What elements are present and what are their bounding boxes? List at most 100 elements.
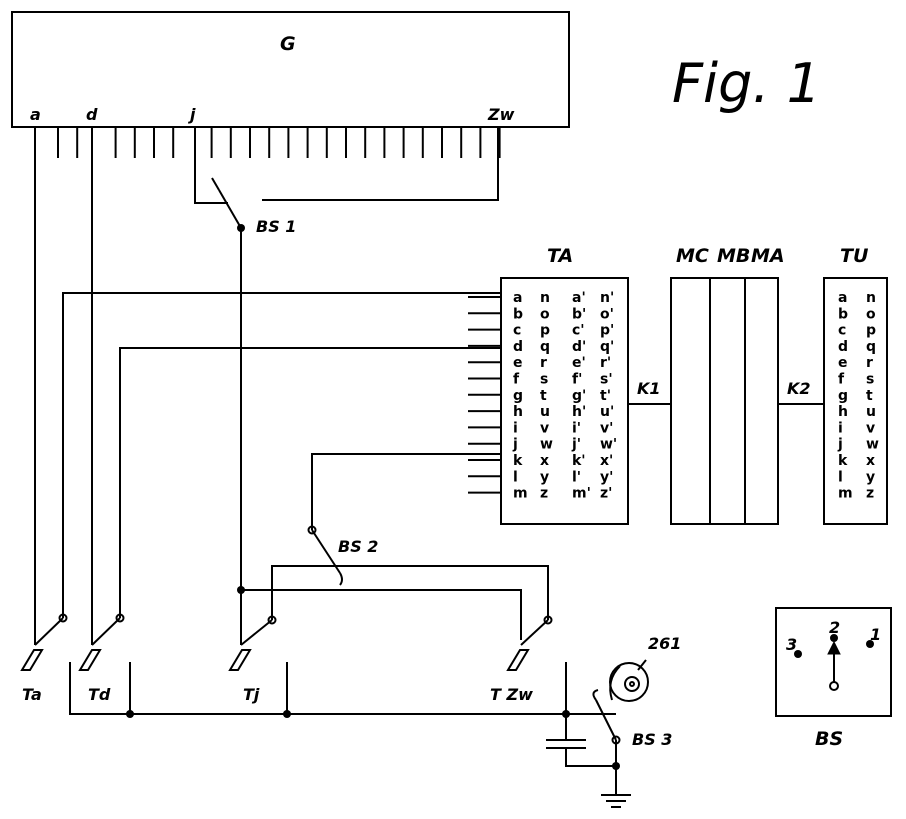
tu-cell: c xyxy=(838,323,846,339)
ta-cells: abcdefghijklmnopqrstuvwxyza'b'c'd'e'f'g'… xyxy=(512,290,617,502)
ta-cell: c xyxy=(513,323,521,339)
generator-terminals xyxy=(57,127,501,158)
ta-cell: k' xyxy=(572,453,586,469)
ta-cell: a xyxy=(513,290,522,306)
tu-cell: l xyxy=(838,469,843,485)
bs2-label: BS 2 xyxy=(338,537,378,556)
tu-cell: p xyxy=(866,323,876,339)
bs-legend-label: BS xyxy=(815,728,843,750)
ta-cell: f' xyxy=(572,372,582,388)
ta-cell: p' xyxy=(600,323,614,339)
ta-cell: i xyxy=(513,420,518,436)
ta-cell: j xyxy=(512,437,518,453)
ta-cell: g' xyxy=(572,388,586,404)
tu-cell: w xyxy=(866,437,879,453)
ta-cell: c' xyxy=(572,323,585,339)
ta-cell: r' xyxy=(600,355,611,371)
key-tj: Tj xyxy=(228,615,277,704)
tu-cell: f xyxy=(838,372,845,388)
ta-cell: d xyxy=(513,339,523,355)
ta-cell: j' xyxy=(571,437,581,453)
ta-cell: s xyxy=(540,372,548,388)
bs-pos-3: 3 xyxy=(786,635,797,654)
ta-cell: o' xyxy=(600,306,614,322)
generator-block: G a d j Zw xyxy=(11,11,570,158)
ta-cell: l xyxy=(513,469,518,485)
memory-box xyxy=(670,277,779,525)
bs3-label: BS 3 xyxy=(632,730,672,749)
ta-cell: x' xyxy=(600,453,613,469)
tu-cell: b xyxy=(838,306,848,322)
ta-input-stubs xyxy=(468,296,501,494)
ta-cell: r xyxy=(540,355,547,371)
tu-cell: o xyxy=(866,306,876,322)
ta-cell: z xyxy=(540,486,548,502)
ta-cell: d' xyxy=(572,339,586,355)
key-ta: Ta xyxy=(20,613,68,704)
tu-cell: n xyxy=(866,290,876,306)
ta-label: TA xyxy=(547,245,573,267)
ta-cell: i' xyxy=(572,420,581,436)
ta-cell: m xyxy=(513,486,528,502)
tu-cell: q xyxy=(866,339,876,355)
ta-cell: g xyxy=(513,388,523,404)
ta-cell: b' xyxy=(572,306,586,322)
tu-cell: v xyxy=(866,420,875,436)
ta-cell: e xyxy=(513,355,523,371)
ta-cell: q' xyxy=(600,339,614,355)
tu-cell: d xyxy=(838,339,848,355)
tu-cell: z xyxy=(866,486,874,502)
tu-cell: r xyxy=(866,355,873,371)
tu-cell: a xyxy=(838,290,847,306)
tu-cell: m xyxy=(838,486,853,502)
bs-legend: 3 2 1 BS xyxy=(775,607,892,750)
generator-label: G xyxy=(280,33,296,55)
ta-cell: q xyxy=(540,339,550,355)
ta-cell: s' xyxy=(600,372,613,388)
terminal-d-label: d xyxy=(86,105,98,124)
bs-legend-box xyxy=(775,607,892,717)
ta-cell: y' xyxy=(600,469,613,485)
tu-cell: y xyxy=(866,469,875,485)
ta-cell: o xyxy=(540,306,550,322)
wiring xyxy=(34,127,824,808)
mc-label: MC xyxy=(676,245,709,267)
ta-block: TA abcdefghijklmnopqrstuvwxyza'b'c'd'e'f… xyxy=(500,245,629,525)
ta-cell: m' xyxy=(572,486,591,502)
ta-cell: h' xyxy=(572,404,586,420)
ta-cell: t xyxy=(540,388,547,404)
bs-pos-2: 2 xyxy=(829,618,840,637)
bs1-label: BS 1 xyxy=(256,217,296,236)
tu-cell: j xyxy=(837,437,843,453)
ta-cell: n xyxy=(540,290,550,306)
key-tzw-label: T Zw xyxy=(490,685,533,704)
tu-cell: s xyxy=(866,372,874,388)
ta-cell: b xyxy=(513,306,523,322)
ta-cell: t' xyxy=(600,388,611,404)
key-tzw: T Zw xyxy=(490,615,553,704)
tu-cell: i xyxy=(838,420,843,436)
terminal-j-label: j xyxy=(187,105,196,124)
ta-cell: l' xyxy=(572,469,581,485)
tu-cell: e xyxy=(838,355,848,371)
ta-cell: f xyxy=(513,372,520,388)
tu-cell: t xyxy=(866,388,873,404)
key-td-label: Td xyxy=(88,685,111,704)
figure-title: Fig. 1 xyxy=(672,52,821,115)
terminal-a-label: a xyxy=(30,105,41,124)
ta-cell: z' xyxy=(600,486,612,502)
ta-cell: k xyxy=(513,453,523,469)
ta-cell: n' xyxy=(600,290,614,306)
ta-cell: u xyxy=(540,404,550,420)
k1-label: K1 xyxy=(637,379,661,398)
tu-cell: h xyxy=(838,404,848,420)
ta-cell: y xyxy=(540,469,549,485)
key-ta-label: Ta xyxy=(22,685,42,704)
ma-label: MA xyxy=(751,245,785,267)
tu-cell: u xyxy=(866,404,876,420)
ta-cell: p xyxy=(540,323,550,339)
ta-cell: a' xyxy=(572,290,586,306)
